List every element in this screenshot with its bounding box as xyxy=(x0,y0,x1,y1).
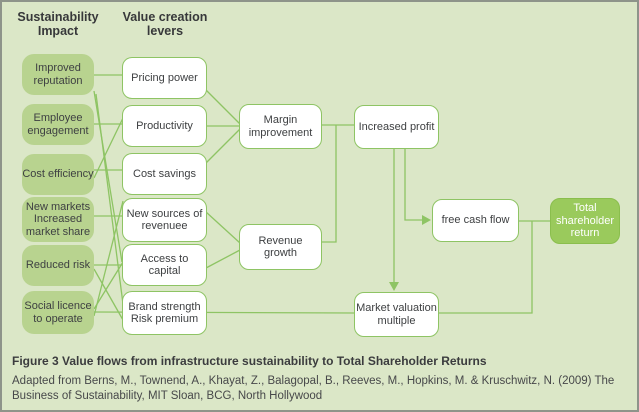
figure-source: Adapted from Berns, M., Townend, A., Kha… xyxy=(12,375,615,402)
flow-box-total-shareholder-return: Total shareholder return xyxy=(550,198,620,244)
flow-box-margin-improvement: Margin improvement xyxy=(239,104,322,149)
column-header-value-creation-levers: Value creation levers xyxy=(122,10,208,38)
impact-box-cost-efficiency: Cost efficiency xyxy=(22,154,94,195)
lever-box-brand-strength-risk-premium: Brand strength Risk premium xyxy=(122,291,207,335)
lever-box-productivity: Productivity xyxy=(122,105,207,147)
impact-box-new-markets: New markets Increased market share xyxy=(22,197,94,242)
impact-box-reduced-risk: Reduced risk xyxy=(22,245,94,286)
flow-box-revenue-growth: Revenue growth xyxy=(239,224,322,270)
figure-caption: Figure 3 Value flows from infrastructure… xyxy=(12,354,487,368)
impact-box-improved-reputation: Improved reputation xyxy=(22,54,94,95)
impact-box-social-licence: Social licence to operate xyxy=(22,291,94,334)
arrowhead-down-icon xyxy=(389,282,399,291)
lever-box-pricing-power: Pricing power xyxy=(122,57,207,99)
lever-to-outcome-lines xyxy=(205,89,241,269)
column-header-sustainability-impact: Sustainability Impact xyxy=(17,10,99,38)
flow-box-free-cash-flow: free cash flow xyxy=(432,199,519,242)
flow-box-market-valuation-multiple: Market valuation multiple xyxy=(354,292,439,337)
lever-box-cost-savings: Cost savings xyxy=(122,153,207,195)
outcome-flow-lines xyxy=(322,124,550,314)
lever-box-access-to-capital: Access to capital xyxy=(122,244,207,286)
lever-box-new-sources-of-revenue: New sources of revenuee xyxy=(122,198,207,242)
impact-box-employee-engagement: Employee engagement xyxy=(22,104,94,145)
arrowhead-right-icon xyxy=(422,215,431,225)
flow-box-increased-profit: Increased profit xyxy=(354,105,439,149)
